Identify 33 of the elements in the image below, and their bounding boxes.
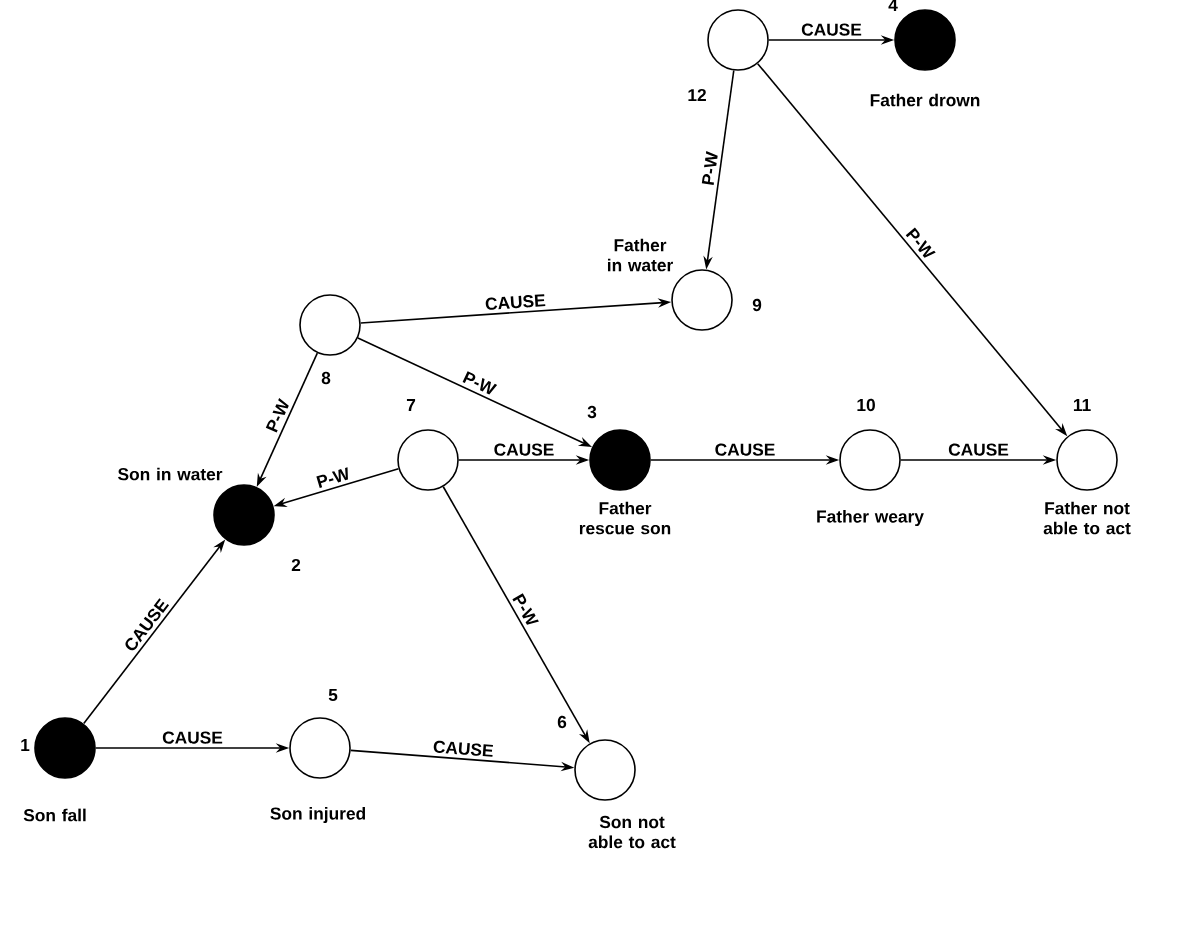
edge-label: CAUSE [162, 731, 223, 744]
node-number: 11 [1073, 399, 1091, 411]
edge-label: P-W [462, 371, 498, 395]
node-number: 1 [21, 739, 30, 751]
edge-label: CAUSE [485, 294, 546, 310]
event-label: Son in water [118, 467, 223, 481]
edge-label: CAUSE [801, 23, 862, 36]
event-label: Father not able to act [1043, 501, 1131, 535]
event-label: Father in water [608, 238, 673, 272]
node-number: 6 [557, 715, 567, 729]
event-label: Son fall [23, 808, 86, 822]
node-number: 10 [857, 398, 875, 412]
edge-label: P-W [265, 398, 289, 433]
edge-label: P-W [701, 151, 718, 185]
event-label: Son injured [270, 806, 365, 824]
node-number: 2 [291, 558, 301, 572]
edge-label: P-W [512, 593, 539, 625]
node-number: 7 [406, 399, 416, 411]
node-number: 12 [688, 88, 706, 102]
node-number: 8 [321, 371, 331, 385]
edge-label: CAUSE [433, 740, 493, 757]
node-number: 9 [752, 298, 762, 312]
node-number: 5 [328, 688, 338, 702]
edge-label: CAUSE [494, 443, 554, 456]
event-label: Son not able to act [588, 815, 676, 849]
edge-label: CAUSE [715, 443, 775, 456]
edge-label: P-W [316, 467, 348, 488]
edge-label: CAUSE [948, 443, 1009, 456]
node-number: 3 [587, 405, 597, 419]
event-label: Father drown [870, 93, 980, 107]
node-number: 4 [888, 0, 898, 11]
event-label: Father rescue son [579, 501, 671, 535]
event-label: Father weary [817, 509, 924, 527]
